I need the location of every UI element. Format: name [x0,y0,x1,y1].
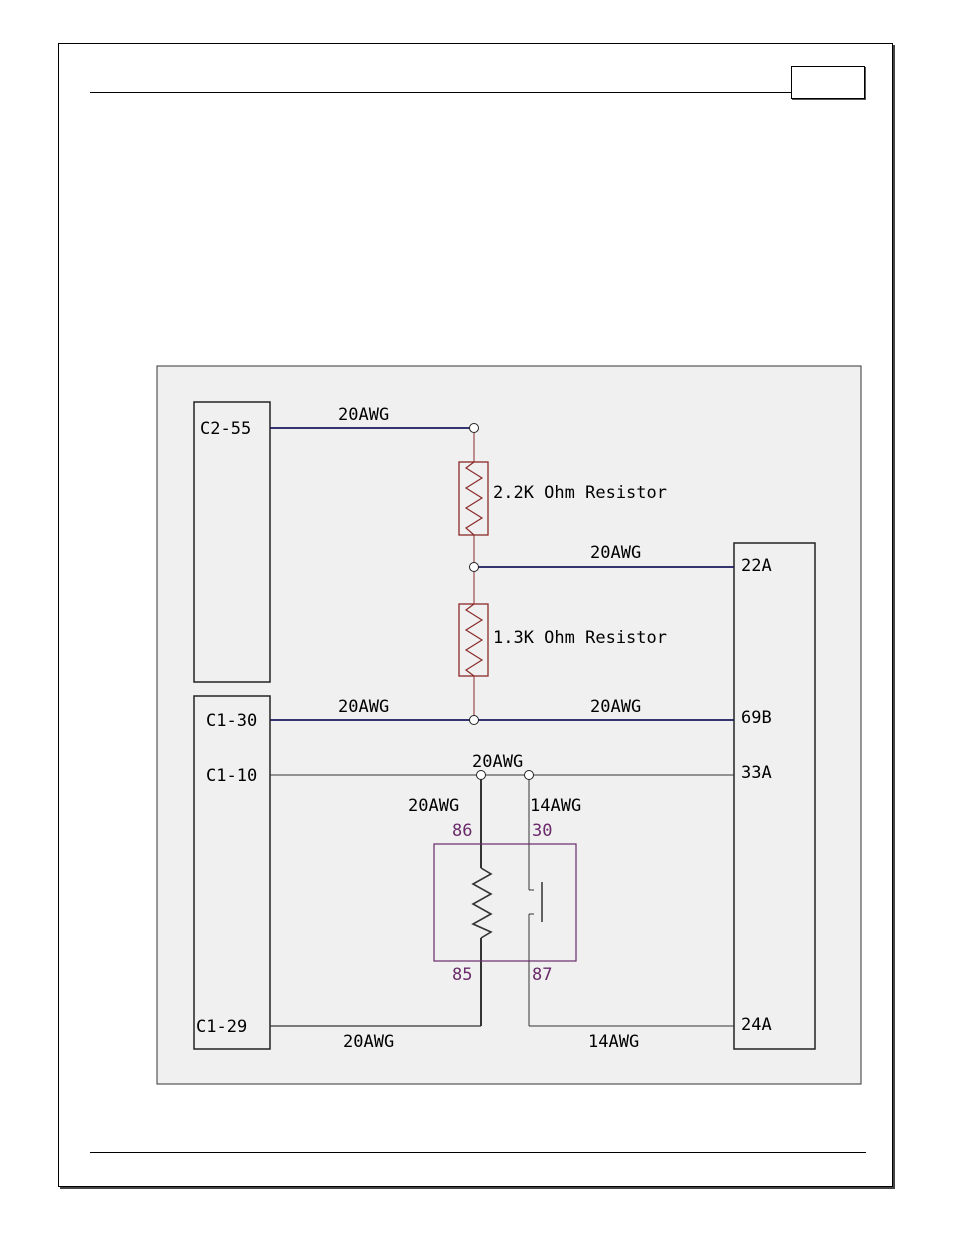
pin-label-33a: 33A [741,763,772,783]
pin-label-c1-30: C1-30 [206,711,257,731]
resistor-label-upper: 2.2K Ohm Resistor [493,483,667,503]
splice-node-30 [525,771,534,780]
gauge-label-22a: 20AWG [590,543,641,563]
pin-label-22a: 22A [741,556,772,576]
pin-label-c2-55: C2-55 [200,419,251,439]
pin-label-c1-29: C1-29 [196,1017,247,1037]
gauge-label-69b: 20AWG [590,697,641,717]
relay-pin-86: 86 [452,821,472,841]
relay-pin-85: 85 [452,965,472,985]
pin-label-24a: 24A [741,1015,772,1035]
resistor-label-lower: 1.3K Ohm Resistor [493,628,667,648]
relay-pin-87: 87 [532,965,552,985]
gauge-label-c1-10: 20AWG [472,752,523,772]
gauge-label-24a: 14AWG [588,1032,639,1052]
gauge-label-c1-30: 20AWG [338,697,389,717]
gauge-label-30-feed: 14AWG [530,796,581,816]
gauge-label-86-feed: 20AWG [408,796,459,816]
splice-node-top [470,424,479,433]
gauge-label-c2-55: 20AWG [338,405,389,425]
pin-label-c1-10: C1-10 [206,766,257,786]
relay-pin-30: 30 [532,821,552,841]
splice-node-lower [470,716,479,725]
pin-label-69b: 69B [741,708,772,728]
gauge-label-c1-29: 20AWG [343,1032,394,1052]
splice-node-mid [470,563,479,572]
